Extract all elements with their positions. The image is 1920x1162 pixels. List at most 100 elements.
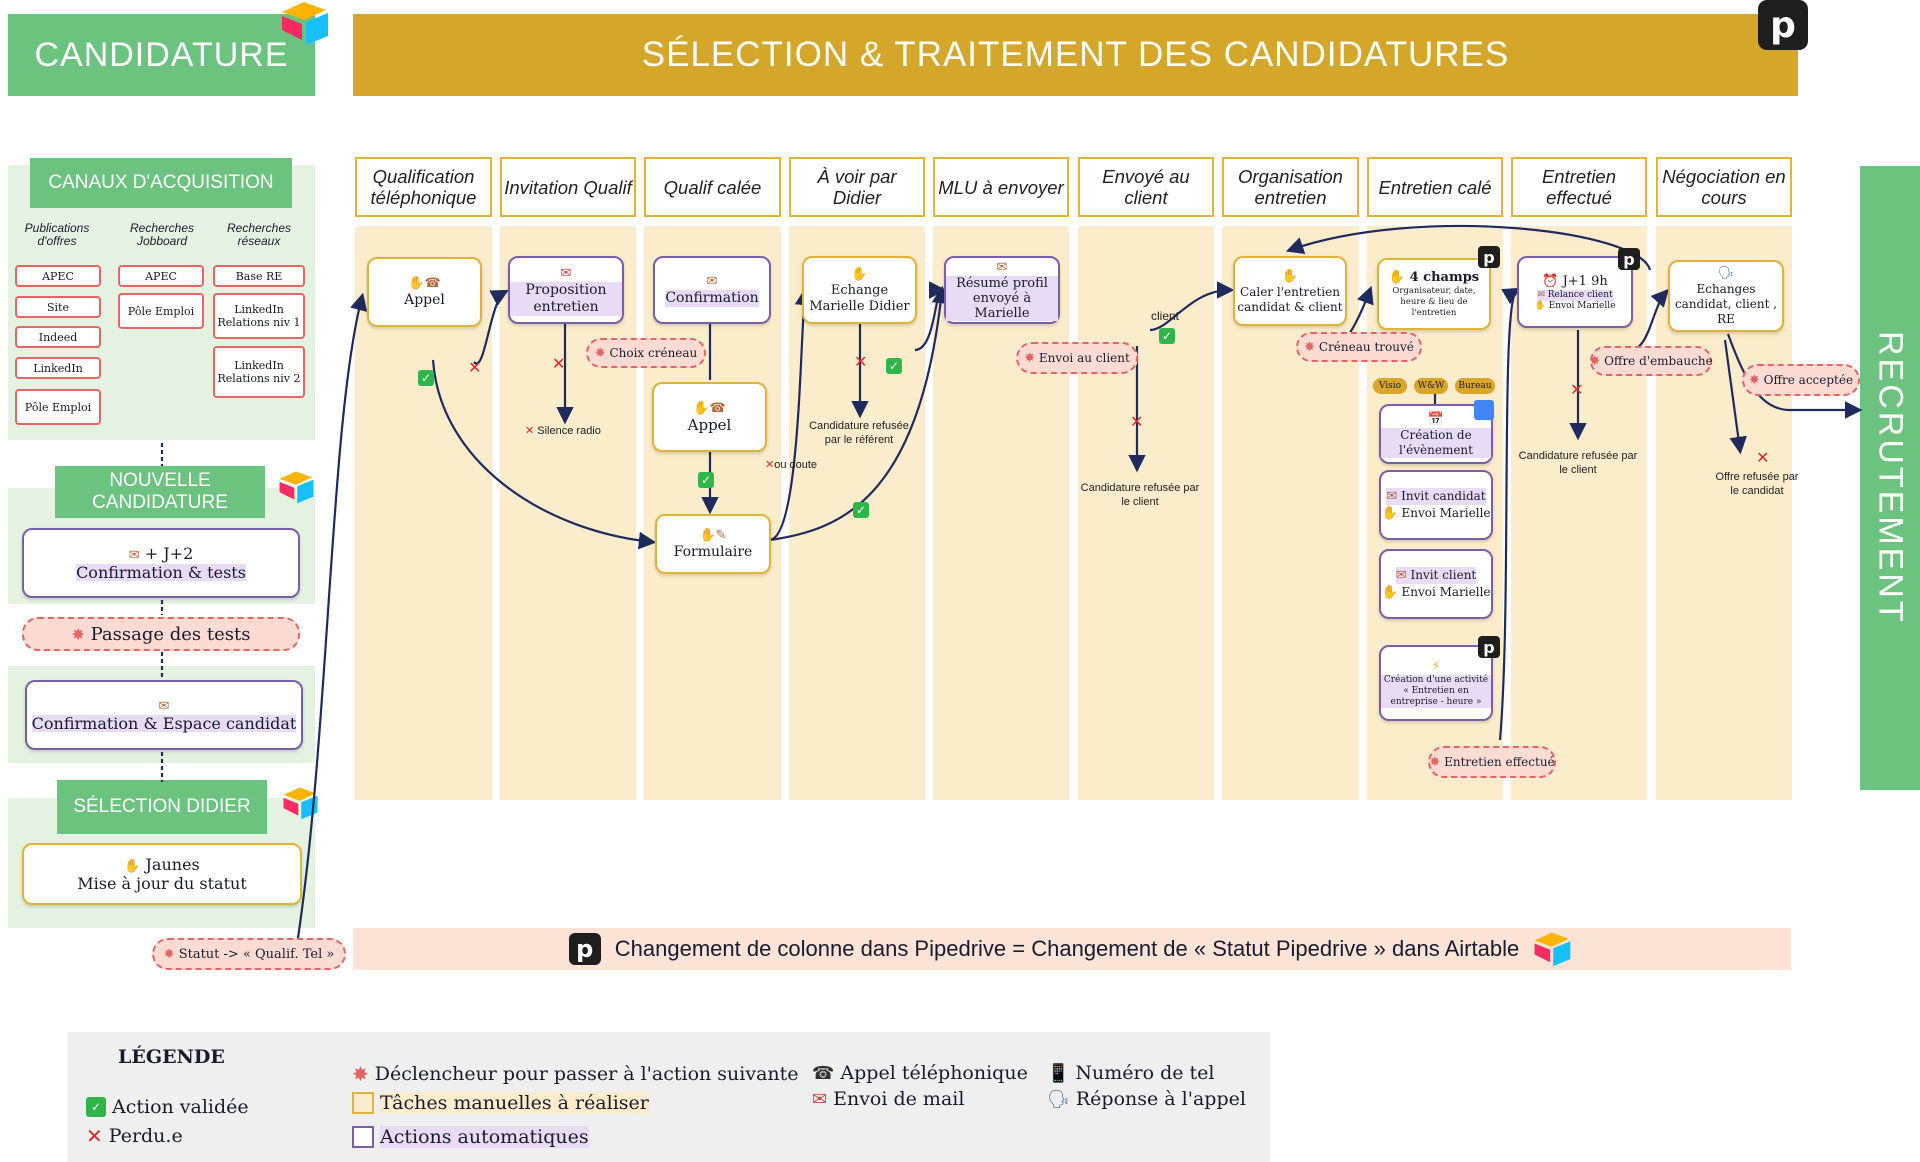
tag-ww: W&W [1414, 378, 1448, 394]
bottom-banner-text: Changement de colonne dans Pipedrive = C… [614, 936, 1520, 961]
source-linkedin: LinkedIn [15, 357, 101, 379]
pipedrive-icon: p [1478, 246, 1500, 268]
legend-action-validee: ✓ Action validée [86, 1096, 249, 1118]
hand-icon: ✋ [1534, 300, 1546, 311]
champs-node: ✋ 4 champs Organisateur, date, heure & l… [1377, 258, 1491, 330]
jobboard-pole-emploi: Pôle Emploi [118, 293, 204, 329]
legend-title: LÉGENDE [118, 1046, 225, 1068]
mise-a-jour-label: Mise à jour du statut [77, 874, 247, 893]
statut-pill: ✸ Statut -> « Qualif. Tel » [152, 938, 346, 970]
refusee-referent-note: Candidature refusée par le référent [809, 420, 909, 446]
invit-client-node: ✉ Invit client ✋ Envoi Marielle [1379, 549, 1493, 619]
google-calendar-icon [1474, 400, 1494, 420]
mise-a-jour-node: ✋ Jaunes Mise à jour du statut [22, 843, 302, 905]
lightning-icon: ⚡ [1431, 659, 1441, 674]
validated-icon: ✓ [698, 472, 714, 488]
legend-reponse: 🗣 Réponse à l'appel [1047, 1088, 1246, 1110]
legend-declencheur: ✸ Déclencheur pour passer à l'action sui… [352, 1062, 799, 1086]
column-header: À voir par Didier [789, 157, 925, 217]
confirmation-node: ✉ Confirmation [653, 256, 771, 324]
main-header: SÉLECTION & TRAITEMENT DES CANDIDATURES [353, 14, 1798, 96]
confirmation-tests-label: Confirmation & tests [76, 563, 246, 582]
validated-icon: ✓ [886, 358, 902, 374]
legend-appel: ☎ Appel téléphonique [812, 1062, 1028, 1084]
refusee-client-note-1: Candidature refusée par le client [1080, 482, 1200, 508]
speaking-icon: 🗣 [1717, 266, 1735, 281]
creation-evt-node: 📅 Création de l'évènement [1379, 404, 1493, 464]
lost-icon: ✕ [1130, 412, 1144, 431]
column-header: Envoyé au client [1078, 157, 1214, 217]
mail-icon: ✉ [706, 274, 718, 289]
validated-icon: ✓ [86, 1097, 106, 1117]
column-header: Négociation en cours [1656, 157, 1792, 217]
hand-icon: ✋ [1388, 270, 1406, 285]
tag-bureau: Bureau [1455, 378, 1495, 394]
phone-icon: ✋☎ [693, 401, 726, 416]
trigger-icon: ✸ [1304, 339, 1316, 355]
phone-icon: ✋☎ [408, 276, 441, 291]
column-body [1078, 226, 1214, 800]
calendar-icon: 📅 [1427, 411, 1445, 427]
lost-icon: ✕ [854, 352, 868, 371]
column-header: MLU à envoyer [933, 157, 1069, 217]
didier-title: SÉLECTION DIDIER [57, 780, 267, 834]
echange-node: ✋ Echange Marielle Didier [802, 256, 917, 324]
hand-icon: ✋ [1381, 585, 1398, 600]
mobile-phone-icon: 📱 [1047, 1062, 1070, 1084]
mail-icon: ✉ [158, 699, 170, 714]
trigger-icon: ✸ [1024, 350, 1036, 366]
canaux-title: CANAUX D'ACQUISITION [30, 158, 292, 208]
bottom-banner: p Changement de colonne dans Pipedrive =… [353, 928, 1791, 970]
airtable-icon [278, 470, 318, 508]
legend-taches: Tâches manuelles à réaliser [352, 1092, 649, 1114]
candidature-header: CANDIDATURE [8, 14, 315, 96]
reseau-linkedin-niv2: LinkedIn Relations niv 2 [213, 346, 305, 398]
source-indeed: Indeed [15, 326, 101, 348]
mail-icon: ✉ [128, 548, 140, 563]
column-header: Entretien effectué [1511, 157, 1647, 217]
jobboard-apec: APEC [118, 265, 204, 287]
nouvelle-top-label: + J+2 [144, 544, 194, 563]
trigger-icon: ✸ [1429, 754, 1441, 770]
reseau-linkedin-niv1: LinkedIn Relations niv 1 [213, 293, 305, 339]
col-title-reseaux: Recherches réseaux [226, 221, 292, 248]
espace-candidat-node: ✉ Confirmation & Espace candidat [25, 680, 303, 750]
mail-icon: ✉ [996, 260, 1008, 275]
caler-node: ✋ Caler l'entretien candidat & client [1233, 256, 1347, 326]
ou-doute-note: ✕ou doute [765, 458, 818, 471]
validated-icon: ✓ [418, 370, 434, 386]
trigger-icon: ✸ [1748, 372, 1760, 388]
trigger-icon: ✸ [71, 624, 85, 644]
legend-panel [68, 1032, 1270, 1162]
formulaire-node: ✋✎ Formulaire [655, 514, 771, 574]
task-icon [352, 1092, 374, 1114]
legend-actions-auto: Actions automatiques [352, 1126, 589, 1148]
invit-candidat-node: ✉ Invit candidat ✋ Envoi Marielle [1379, 470, 1493, 540]
client-note: client [1150, 309, 1179, 323]
echanges-node: 🗣 Echanges candidat, client , RE [1668, 260, 1784, 332]
column-header: Qualification téléphonique [355, 157, 492, 217]
offre-embauche-pill: ✸ Offre d'embauche [1589, 346, 1713, 376]
entretien-effectue-pill: ✸ Entretien effectué [1428, 746, 1556, 778]
offre-acceptee-pill: ✸ Offre acceptée [1742, 364, 1860, 396]
mail-icon: ✉ [812, 1088, 828, 1110]
hand-icon: ✋ [1281, 268, 1299, 284]
confirmation-tests-node: ✉ + J+2 Confirmation & tests [22, 528, 300, 598]
recrutement-panel [1860, 166, 1920, 790]
hand-icon: ✋ [851, 266, 868, 282]
column-header: Invitation Qualif [500, 157, 636, 217]
legend-mail: ✉ Envoi de mail [812, 1088, 965, 1110]
col-title-publications: Publications d'offres [24, 221, 90, 248]
phone-icon: ☎ [812, 1062, 835, 1084]
passage-tests-pill: ✸ Passage des tests [22, 617, 300, 651]
pipedrive-icon: p [568, 933, 601, 965]
lost-icon: ✕ [1756, 448, 1770, 467]
column-header: Qualif calée [644, 157, 781, 217]
jaunes-label: Jaunes [145, 855, 200, 874]
lost-icon: ✕ [1570, 380, 1584, 399]
trigger-icon: ✸ [594, 345, 606, 361]
tag-visio: Visio [1373, 378, 1407, 394]
silence-radio-note: ✕ Silence radio [525, 424, 601, 437]
validated-icon: ✓ [1159, 328, 1175, 344]
lost-icon: ✕ [552, 354, 566, 373]
